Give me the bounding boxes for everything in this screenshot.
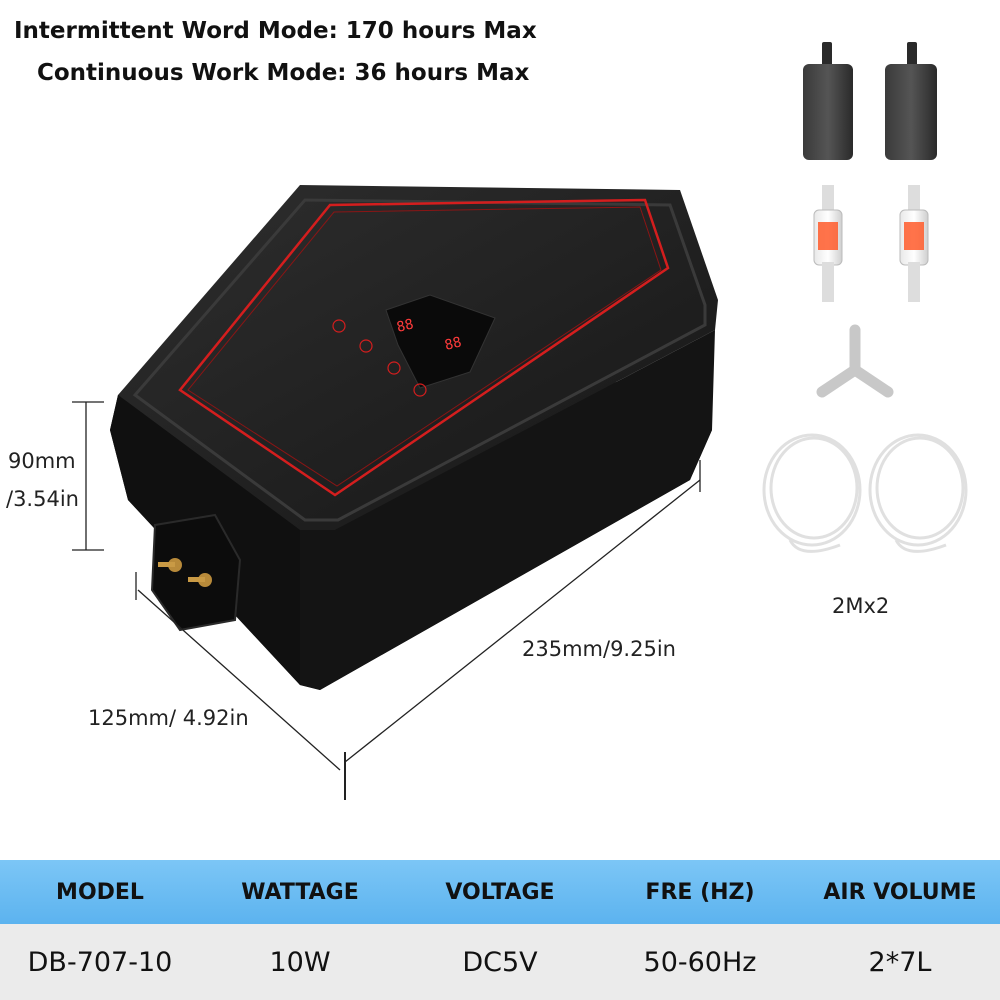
spec-header-row: MODEL WATTAGE VOLTAGE FRE (HZ) AIR VOLUM… (0, 860, 1000, 924)
product-illustration: 88 88 (72, 42, 968, 800)
continuous-mode-text: Continuous Work Mode: 36 hours Max (37, 60, 530, 86)
spec-value-frequency: 50-60Hz (643, 946, 757, 978)
svg-text:88: 88 (395, 316, 415, 336)
spec-table: MODEL WATTAGE VOLTAGE FRE (HZ) AIR VOLUM… (0, 860, 1000, 1000)
svg-text:88: 88 (443, 334, 463, 354)
dimension-lines (72, 401, 701, 800)
width-label: 125mm/ 4.92in (88, 706, 249, 730)
check-valve-right (899, 185, 929, 302)
air-tube-left (762, 433, 862, 553)
spec-value-model: DB-707-10 (27, 946, 173, 978)
spec-value-air-volume: 2*7L (868, 946, 932, 978)
y-connector (816, 324, 894, 398)
spec-value-row: DB-707-10 10W DC5V 50-60Hz 2*7L (0, 924, 1000, 1000)
timer-button-icon (387, 361, 401, 375)
spec-header-voltage: VOLTAGE (445, 879, 555, 905)
air-stone-right (885, 42, 937, 160)
air-outlet-ports (150, 513, 242, 632)
tube-length-label: 2Mx2 (832, 594, 890, 618)
length-label: 235mm/9.25in (522, 637, 676, 661)
check-valve-left (813, 185, 843, 302)
air-pump-device: 88 88 (110, 185, 718, 690)
spec-header-wattage: WATTAGE (241, 879, 359, 905)
spec-value-wattage: 10W (269, 946, 331, 978)
spec-header-frequency: FRE (HZ) (645, 879, 755, 905)
digital-display (385, 294, 496, 389)
intermittent-mode-text: Intermittent Word Mode: 170 hours Max (14, 18, 537, 44)
spec-value-voltage: DC5V (462, 946, 538, 978)
power-button-icon (332, 319, 346, 333)
speed-button-icon (413, 383, 427, 397)
height-in-label: /3.54in (6, 487, 79, 511)
air-tube-right (868, 433, 968, 553)
spec-header-model: MODEL (56, 879, 144, 905)
mode-button-icon (359, 339, 373, 353)
spec-header-air-volume: AIR VOLUME (823, 879, 977, 905)
height-mm-label: 90mm (8, 449, 76, 473)
air-stone-left (803, 42, 853, 160)
